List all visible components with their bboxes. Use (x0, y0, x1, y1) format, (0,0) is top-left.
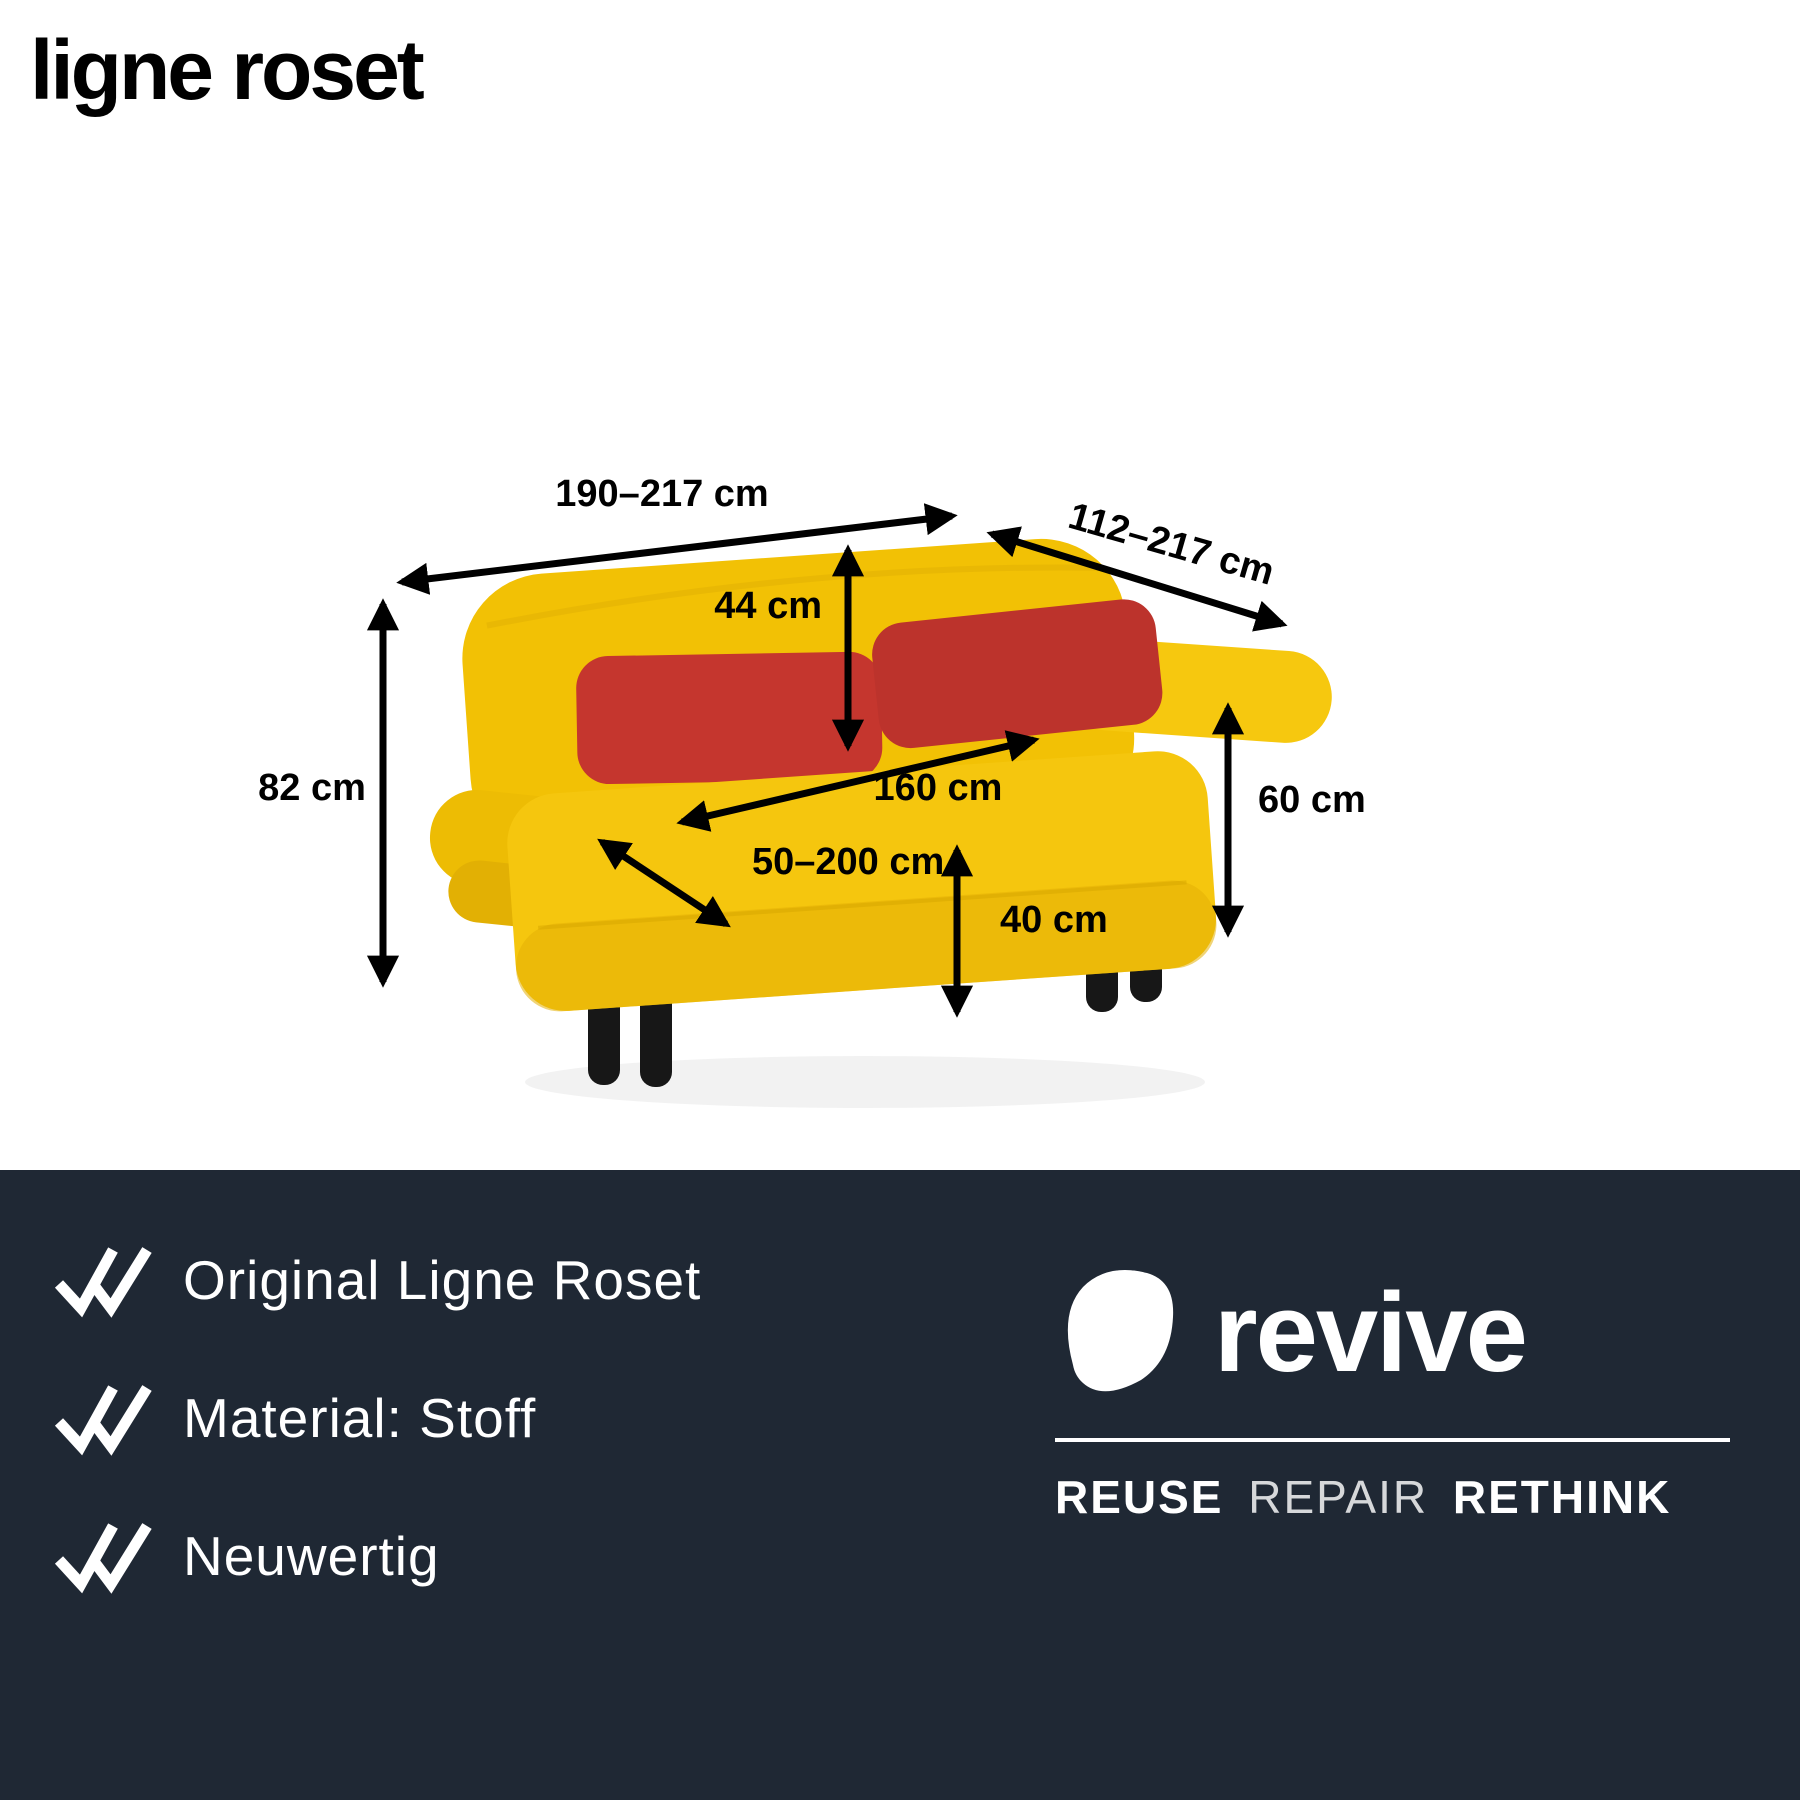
sofa-cushion-left (576, 651, 883, 785)
revive-logo-text: revive (1214, 1270, 1528, 1395)
feature-item: Original Ligne Roset (55, 1240, 701, 1320)
ligne-roset-logo: ligne roset (30, 23, 425, 117)
feature-label: Original Ligne Roset (183, 1249, 702, 1311)
dim-armrest-height: 60 cm (1258, 779, 1366, 821)
dim-overall-height: 82 cm (258, 767, 366, 809)
dim-seat-width: 160 cm (874, 767, 1003, 809)
dim-variable-depth: 50–200 cm (752, 841, 944, 883)
product-footer: Original Ligne Roset Material: Stoff Neu… (0, 1170, 1800, 1800)
sofa-cushion-right (872, 599, 1163, 749)
revive-branding: revive REUSE REPAIR RETHINK (1055, 1265, 1730, 1524)
tagline-rethink: RETHINK (1452, 1471, 1672, 1523)
double-check-icon (55, 1247, 152, 1318)
double-check-icon (55, 1385, 152, 1456)
dim-seat-height: 40 cm (1000, 899, 1108, 941)
feature-label: Neuwertig (183, 1525, 440, 1587)
dim-backrest-height: 44 cm (714, 585, 822, 627)
revive-logo-icon (1067, 1270, 1174, 1392)
sofa-dimension-diagram: 190–217 cm 112–217 cm 44 cm 82 cm 160 cm… (258, 473, 1366, 1108)
feature-item: Material: Stoff (55, 1378, 701, 1458)
dim-total-width: 190–217 cm (555, 473, 768, 515)
feature-list: Original Ligne Roset Material: Stoff Neu… (55, 1240, 701, 1654)
feature-label: Material: Stoff (183, 1387, 537, 1449)
dimension-arrows (366, 503, 1288, 1018)
revive-logo-row: revive (1055, 1265, 1730, 1400)
tagline-reuse: REUSE (1055, 1471, 1224, 1523)
tagline-repair: REPAIR (1248, 1471, 1429, 1523)
feature-item: Neuwertig (55, 1516, 701, 1596)
revive-tagline: REUSE REPAIR RETHINK (1055, 1470, 1730, 1524)
revive-divider (1055, 1438, 1730, 1442)
sofa-shadow (525, 1056, 1205, 1108)
double-check-icon (55, 1523, 152, 1594)
